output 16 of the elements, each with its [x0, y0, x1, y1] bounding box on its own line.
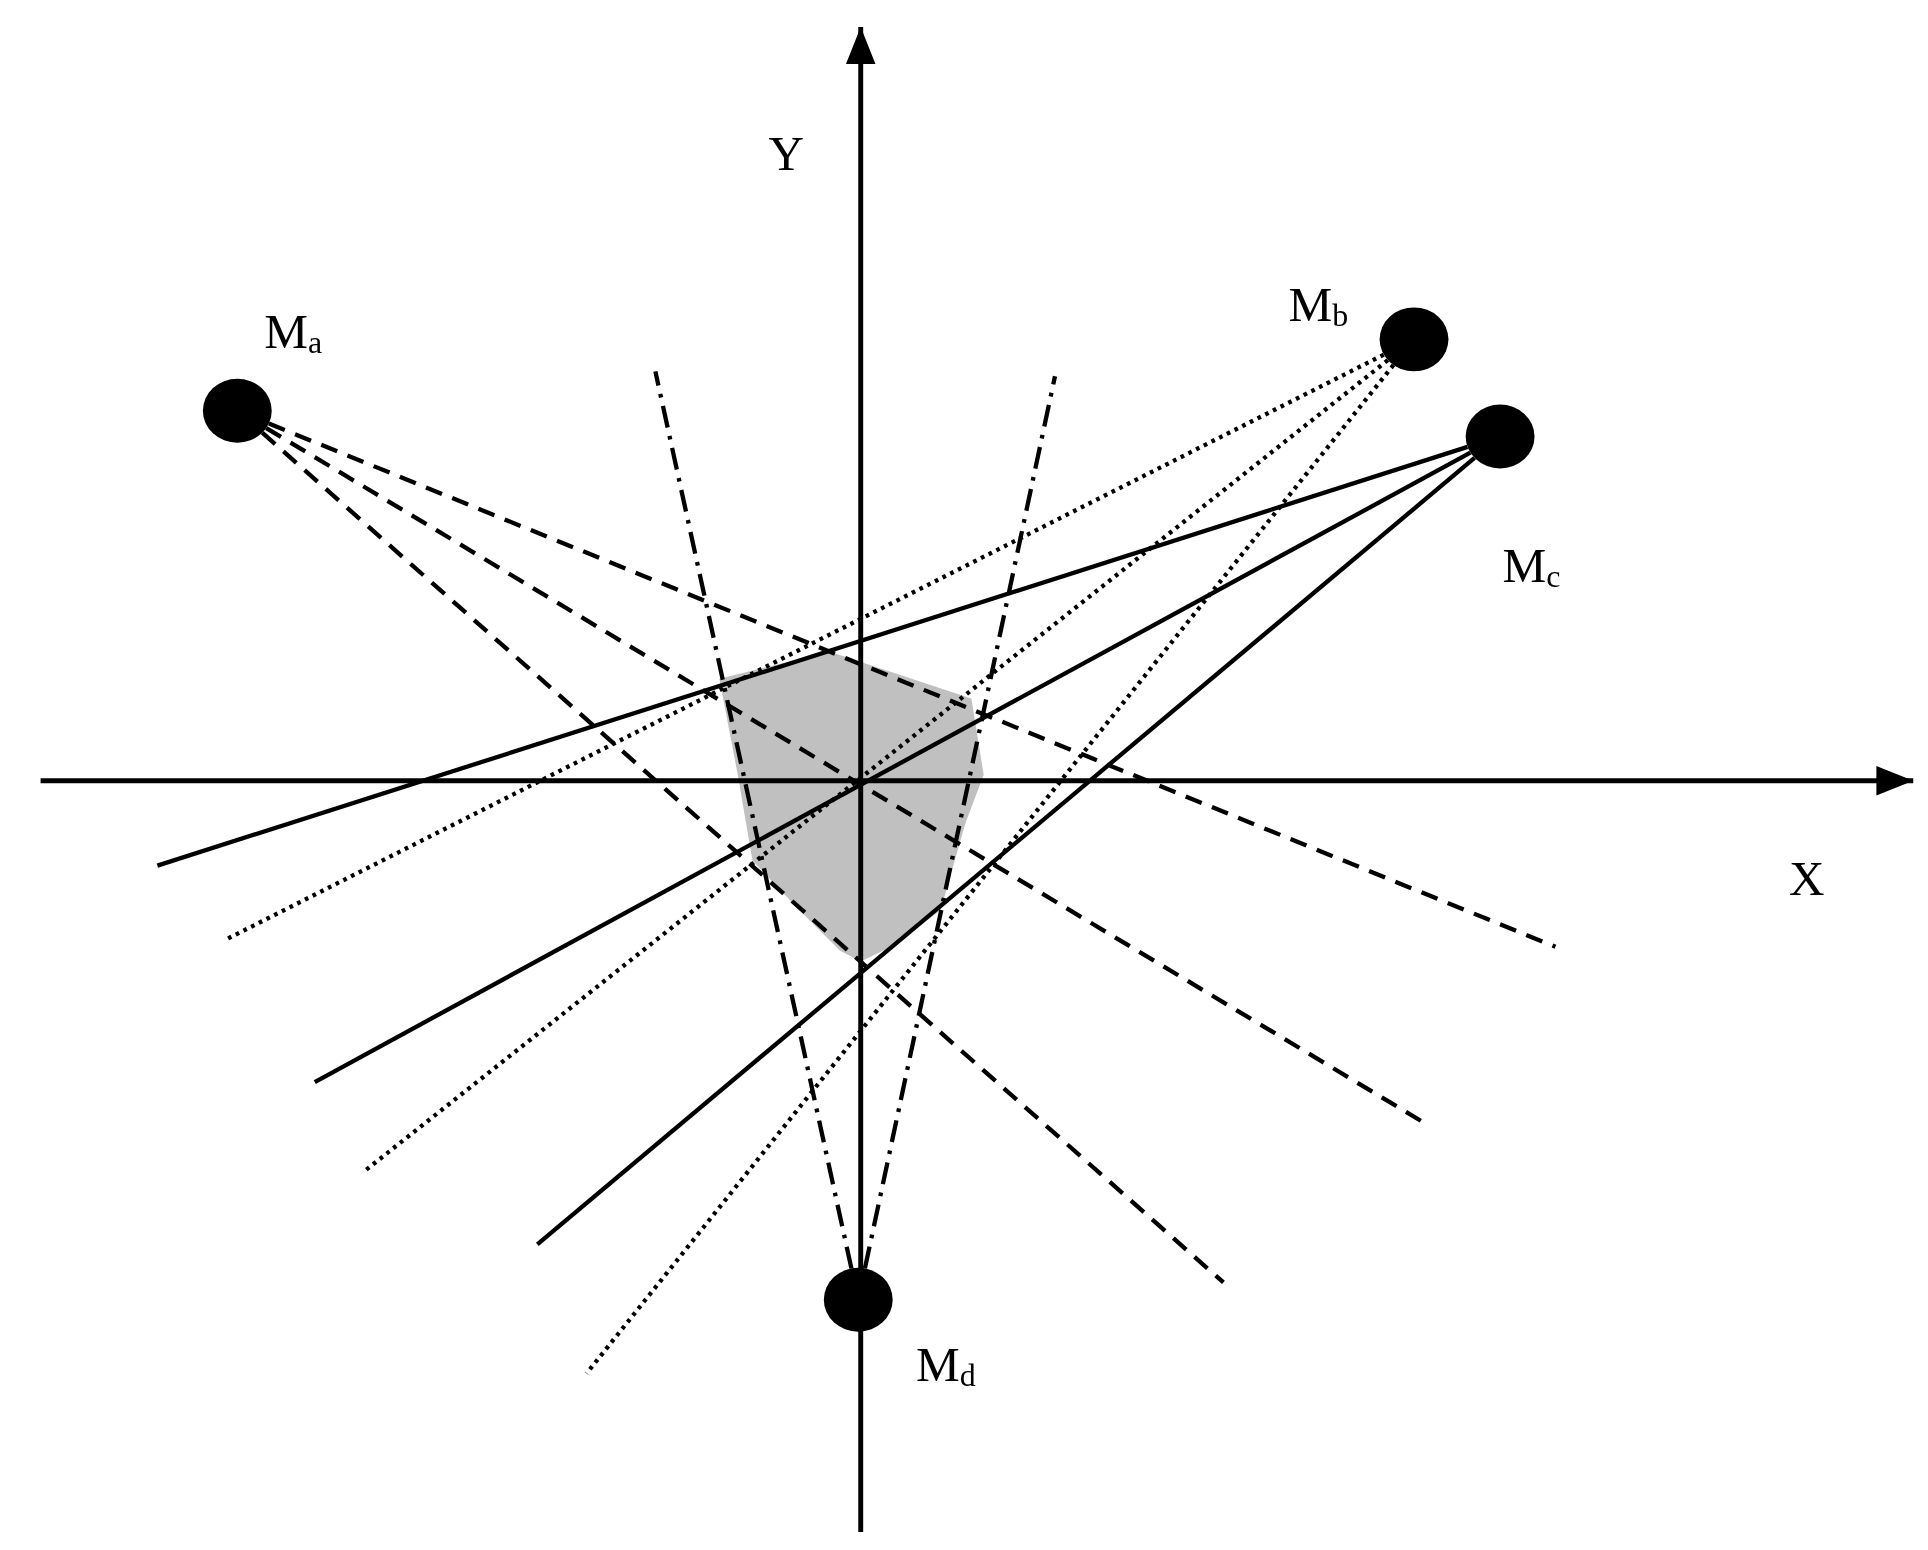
bearing-line — [268, 421, 1557, 949]
axis-label: X — [1789, 854, 1825, 904]
bearing-line — [535, 456, 1476, 1246]
bearing-line — [584, 363, 1396, 1375]
point-label: M$_{c}$ — [1502, 541, 1561, 593]
bearing-line — [653, 370, 854, 1269]
point-label: M$_{b}$ — [1288, 280, 1349, 332]
bearing-line — [313, 450, 1472, 1084]
bearing-line — [363, 358, 1390, 1173]
bearing-line — [260, 431, 1225, 1285]
bearing-line — [862, 375, 1058, 1269]
axis-label: Y — [768, 129, 804, 179]
bearing-line — [156, 444, 1469, 868]
point-label: M$_{a}$ — [264, 307, 323, 360]
shaded-region — [719, 651, 984, 962]
point-label: M$_{d}$ — [916, 1340, 976, 1392]
